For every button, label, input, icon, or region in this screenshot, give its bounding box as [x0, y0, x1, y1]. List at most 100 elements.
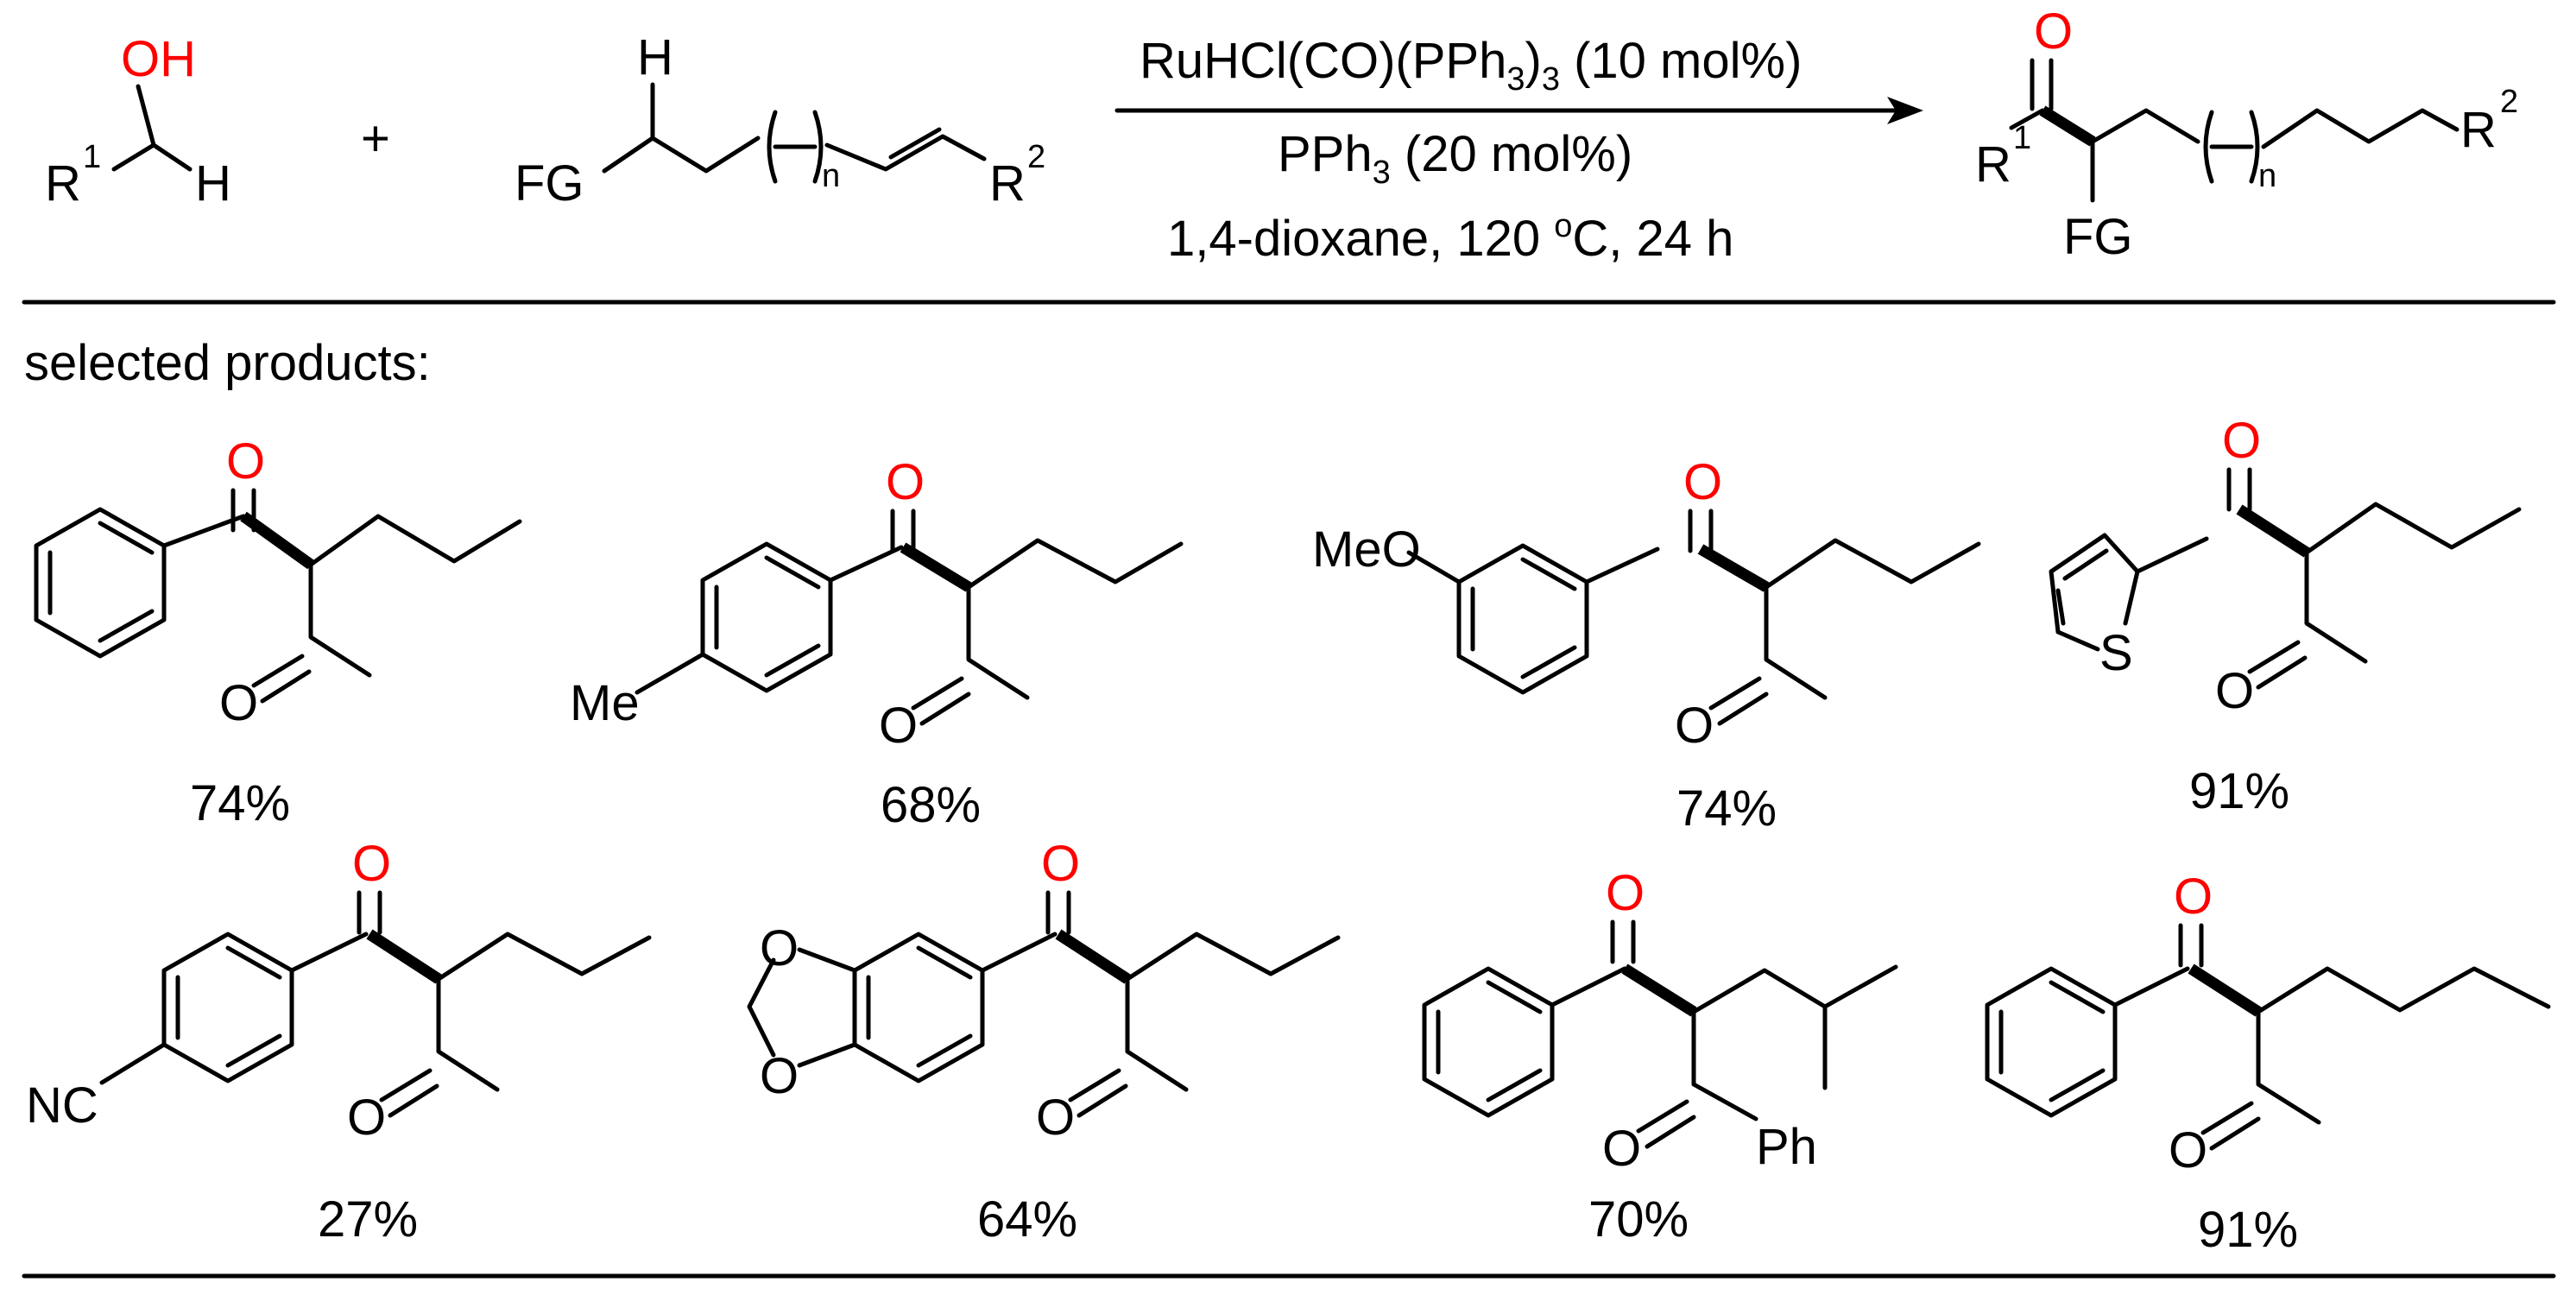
alkene-h-label: H — [637, 29, 673, 85]
product-6-aryl-bond — [980, 932, 1058, 973]
product-4-o-bottom: O — [2215, 663, 2254, 719]
product-6-wedge-bond — [1055, 929, 1131, 984]
product-5-yield: 27% — [318, 1191, 418, 1248]
product-card-6: O O O O 64% — [747, 836, 1341, 1248]
product-4-thiophene-s-bond — [2055, 629, 2100, 652]
general-product: O R 1 FG n R 2 — [1975, 3, 2518, 265]
solvent-text: 1,4-dioxane, 120 oC, 24 h — [1167, 208, 1733, 267]
product-3-wedge-bond — [1697, 544, 1770, 592]
product-5-propyl-chain — [436, 932, 652, 982]
product-6-benzene-inner-bonds — [866, 945, 973, 1068]
product-3-methoxy-bond — [1406, 550, 1462, 584]
product-3-yield: 74% — [1676, 780, 1777, 837]
product-2-acetyl-bond — [966, 584, 1030, 700]
alcohol-oh-label: OH — [121, 31, 196, 87]
product-5-acetyl-carbonyl — [379, 1068, 439, 1118]
section-title: selected products: — [24, 335, 431, 391]
product-2-methyl-label: Me — [570, 675, 640, 731]
alkene-right-paren — [812, 110, 824, 184]
product-5-o-bottom: O — [347, 1090, 386, 1146]
product-5-cyano-bond — [99, 1042, 167, 1085]
product-r1-label: R — [1975, 136, 2011, 193]
product-2-o-top: O — [886, 454, 925, 510]
alkene-double-bond — [888, 127, 942, 160]
product-4-acetyl-bond — [2304, 550, 2368, 664]
product-4-thiophene-ring — [2049, 533, 2140, 635]
product-card-8: O O 91% — [1985, 869, 2551, 1258]
product-7-phenyl-label: Ph — [1756, 1119, 1817, 1175]
product-6-dioxole-o2: O — [760, 1048, 799, 1104]
product-8-ketone-bond — [2178, 923, 2204, 968]
reaction-arrow-head — [1887, 97, 1923, 124]
product-2-ketone-bond — [890, 509, 916, 553]
product-5-benzene-ring — [161, 932, 294, 1083]
product-4-sulfur-label: S — [2099, 625, 2133, 681]
product-4-wedge-bond — [2236, 504, 2310, 558]
ligand-text: PPh3 (20 mol%) — [1278, 126, 1632, 191]
product-left-paren — [2203, 110, 2214, 184]
product-2-acetyl-carbonyl — [911, 676, 971, 726]
product-card-2: Me O O 68% — [570, 454, 1184, 833]
product-2-wedge-bond — [900, 542, 972, 592]
product-4-ketone-bond — [2226, 467, 2252, 512]
product-r2-label: R — [2460, 102, 2497, 158]
alcohol-r-superscript: 1 — [83, 139, 101, 175]
product-card-1: O O 74% — [34, 433, 522, 831]
product-o-label: O — [2034, 3, 2073, 60]
product-r1-superscript: 1 — [2013, 120, 2031, 156]
product-6-ketone-bond — [1045, 890, 1071, 935]
product-7-o-bottom: O — [1602, 1121, 1641, 1177]
product-8-wedge-bond — [2188, 963, 2262, 1017]
product-1-acetyl-bond — [308, 562, 372, 678]
product-2-aryl-bond — [828, 545, 904, 583]
product-4-acetyl-carbonyl — [2247, 640, 2308, 690]
product-3-benzene-ring — [1456, 543, 1589, 695]
alkene-r-superscript: 2 — [1027, 139, 1045, 175]
product-8-butyl-chain — [2256, 966, 2551, 1014]
product-5-acetyl-bond — [436, 976, 500, 1092]
product-2-benzene-inner-bonds — [714, 555, 821, 678]
product-4-yield: 91% — [2189, 763, 2289, 819]
product-2-benzene-ring — [700, 541, 833, 693]
product-3-propyl-chain — [1764, 538, 1981, 590]
product-chain-bonds — [2090, 108, 2200, 203]
product-8-benzene-ring — [1985, 966, 2118, 1118]
product-fg-label: FG — [2063, 209, 2133, 265]
product-2-o-bottom: O — [879, 698, 918, 754]
product-7-o-top: O — [1606, 865, 1645, 921]
product-carbonyl-bond — [2030, 58, 2054, 111]
alkene-n-label: n — [822, 158, 840, 194]
alcohol-reactant: OH R 1 H — [45, 31, 231, 212]
product-7-benzene-inner-bonds — [1436, 980, 1543, 1102]
product-card-5: NC O O 27% — [26, 836, 652, 1248]
product-8-yield: 91% — [2198, 1202, 2298, 1258]
alcohol-h-label: H — [195, 155, 231, 212]
product-5-aryl-bond — [289, 932, 369, 973]
product-1-benzene-ring — [34, 507, 167, 659]
product-5-benzene-inner-bonds — [175, 945, 282, 1068]
product-n-label: n — [2258, 158, 2276, 194]
product-8-o-top: O — [2174, 869, 2213, 925]
product-6-propyl-chain — [1125, 932, 1341, 982]
product-7-benzene-ring — [1422, 966, 1555, 1118]
product-3-benzene-inner-bonds — [1470, 557, 1577, 679]
product-4-o-top: O — [2222, 413, 2261, 469]
product-r1-bond — [2009, 108, 2045, 130]
product-8-o-bottom: O — [2169, 1122, 2207, 1178]
product-tail-bonds — [2261, 108, 2459, 149]
product-1-yield: 74% — [190, 775, 290, 831]
product-3-acetyl-bond — [1764, 584, 1828, 700]
product-6-dioxole-o1: O — [760, 920, 799, 976]
product-1-o-top: O — [226, 433, 265, 490]
product-4-propyl-chain — [2304, 502, 2522, 555]
alkene-r-label: R — [989, 155, 1026, 212]
product-6-benzene-ring — [852, 932, 985, 1083]
product-8-acetyl-bond — [2256, 1009, 2321, 1125]
alkene-reactant: H FG n R 2 — [515, 29, 1045, 212]
product-6-o-bottom: O — [1036, 1090, 1075, 1146]
alcohol-bonds — [111, 84, 193, 172]
product-3-o-top: O — [1683, 454, 1722, 510]
product-6-dioxole-bonds — [747, 947, 857, 1068]
product-3-methoxy-label: MeO — [1312, 521, 1421, 578]
product-1-propyl-chain — [308, 514, 522, 567]
